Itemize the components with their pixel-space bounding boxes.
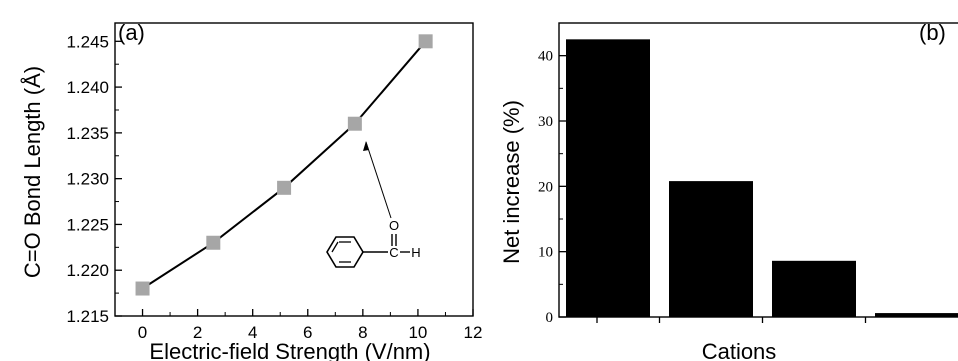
x-tick-label: 4 [248,323,257,342]
y-tick-label: 1.240 [66,78,109,97]
x-tick-label: 8 [358,323,367,342]
chem-atom-C: C [389,245,398,260]
chem-atom-H: H [411,245,420,260]
panel-b-label: (b) [919,20,946,45]
y-tick-label: 1.225 [66,215,109,234]
bar [772,260,856,317]
panel-a-x-axis-title: Electric-field Strength (V/nm) [149,339,430,361]
y-tick-label: 1.215 [66,307,109,326]
y-tick-label: 10 [538,245,553,261]
y-tick-label: 30 [538,114,553,130]
bar [566,39,650,317]
y-tick-label: 1.220 [66,261,109,280]
y-tick-label: 1.245 [66,32,109,51]
y-tick-label: 1.230 [66,170,109,189]
panel-a-x-axis: 0 2 4 6 8 10 12 [138,309,483,342]
panel-b-plot-frame [558,22,958,318]
panel-a-label: (a) [118,20,145,45]
bar [669,181,753,317]
data-point-marker [347,116,362,131]
panel-b-bar-chart: 0 10 20 30 40 (b) Net increase (%) Cations [499,20,958,361]
annotation-arrowhead [363,141,369,151]
annotation-arrow-line [365,141,392,219]
y-tick-label: 0 [546,310,554,326]
x-tick-label: 2 [193,323,202,342]
panel-a-plot-frame [114,22,474,317]
panel-a-markers [135,34,433,296]
panel-b-x-axis-title: Cations [702,339,777,361]
panel-a-y-axis: 1.215 1.220 1.225 1.230 1.235 1.240 1.245 [66,32,122,326]
panel-b-x-axis [596,317,867,323]
x-tick-label: 10 [408,323,427,342]
panel-b-y-axis-title: Net increase (%) [499,100,524,264]
panel-a-y-axis-title: C=O Bond Length (Å) [20,66,45,278]
panel-a-annotation: O C H [326,141,421,268]
benzaldehyde-structure-icon [326,234,410,268]
data-point-marker [277,180,292,195]
x-tick-label: 0 [138,323,147,342]
bar [875,313,958,317]
x-tick-label: 12 [464,323,483,342]
chem-atom-O: O [389,218,399,233]
data-point-marker [135,281,150,296]
panel-b-y-axis: 0 10 20 30 40 [538,22,566,326]
x-tick-label: 6 [303,323,312,342]
y-tick-label: 20 [538,179,553,195]
data-point-marker [206,235,221,250]
data-point-marker [418,34,433,49]
y-tick-label: 1.235 [66,124,109,143]
panel-b-bars [566,39,958,317]
y-tick-label: 40 [538,49,553,65]
panel-a-line-chart: 1.215 1.220 1.225 1.230 1.235 1.240 1.245 0 2 4 6… [20,20,482,361]
